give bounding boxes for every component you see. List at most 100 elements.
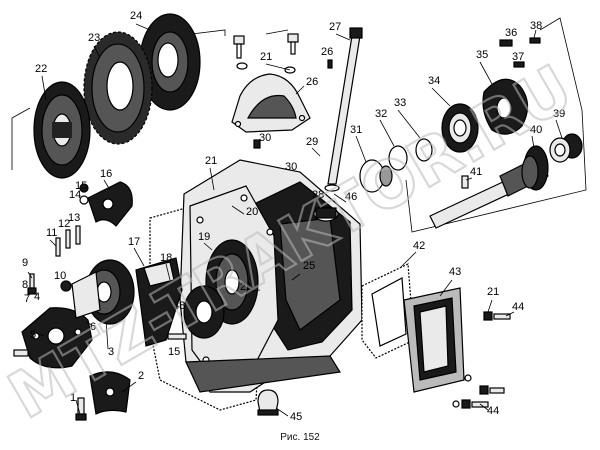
part-label-l25: 25 xyxy=(303,260,315,272)
pin-icon xyxy=(513,61,525,68)
part-label-l35: 35 xyxy=(476,49,488,61)
part-label-l30b: 30 xyxy=(285,161,297,173)
bearing-34 xyxy=(441,103,479,153)
part-label-l33: 33 xyxy=(394,97,406,109)
part-label-l37: 37 xyxy=(512,51,524,63)
group-bracket-line xyxy=(11,107,31,170)
cap-nut-45 xyxy=(257,389,279,416)
right-shaft-group xyxy=(359,17,587,233)
part-label-l43: 43 xyxy=(449,266,461,278)
bolt-icon xyxy=(27,273,37,295)
left-gear-group xyxy=(11,13,226,179)
part-label-l21a: 21 xyxy=(260,51,272,63)
bolt-icon xyxy=(167,333,187,340)
part-label-l24: 24 xyxy=(130,10,142,22)
part-label-l26a: 26 xyxy=(306,76,318,88)
part-label-l7: 7 xyxy=(24,293,30,305)
shift-rod-27 xyxy=(324,27,363,192)
side-cover-group xyxy=(361,263,511,409)
bolt-icon xyxy=(233,35,245,59)
part-label-l19: 19 xyxy=(198,231,210,243)
part-label-l23: 23 xyxy=(88,32,100,44)
part-label-l20: 20 xyxy=(246,206,258,218)
friction-disk-24 xyxy=(139,13,201,111)
part-label-l4: 4 xyxy=(34,291,40,303)
part-label-l36: 36 xyxy=(505,27,517,39)
yoke-16 xyxy=(87,181,133,227)
part-label-l46: 46 xyxy=(345,191,357,203)
part-label-l13: 13 xyxy=(68,212,80,224)
part-label-l45: 45 xyxy=(290,411,302,423)
part-label-l8: 8 xyxy=(22,279,28,291)
cover-plate-38 xyxy=(183,285,225,339)
washer-icon xyxy=(452,400,460,408)
part-label-l26b: 26 xyxy=(321,46,333,58)
part-label-l2: 2 xyxy=(138,370,144,382)
part-label-l9: 9 xyxy=(22,257,28,269)
sleeve-39 xyxy=(549,133,583,163)
part-label-l34: 34 xyxy=(428,75,440,87)
gear-shaft-40 xyxy=(429,145,549,229)
coupling-hub-3 xyxy=(71,259,135,325)
part-label-l30a: 30 xyxy=(259,132,271,144)
part-label-l1: 1 xyxy=(70,392,76,404)
part-label-l44b: 44 xyxy=(487,405,499,417)
bolt-icon xyxy=(287,33,299,55)
flange-5 xyxy=(21,307,93,369)
figure-caption: Рис. 152 xyxy=(280,432,320,443)
pin-icon xyxy=(461,175,469,189)
part-label-l39: 39 xyxy=(553,108,565,120)
part-label-l44a: 44 xyxy=(512,301,524,313)
part-label-l10: 10 xyxy=(54,270,66,282)
snap-ring-33 xyxy=(415,138,433,162)
group-bracket-line xyxy=(405,17,587,233)
part-label-l40: 40 xyxy=(530,124,542,136)
left-mechanism xyxy=(13,181,225,421)
part-label-l27: 27 xyxy=(329,21,341,33)
washer-icon xyxy=(464,374,472,382)
part-label-l38b: 38 xyxy=(173,300,185,312)
housing-cover-26 xyxy=(231,73,311,133)
part-label-l18: 18 xyxy=(160,252,172,264)
flange-35 xyxy=(482,78,529,135)
part-label-l21d: 21 xyxy=(487,286,499,298)
side-cover-43 xyxy=(403,287,465,393)
part-label-l21c: 21 xyxy=(240,281,252,293)
part-label-l5: 5 xyxy=(30,329,36,341)
part-label-l31: 31 xyxy=(350,124,362,136)
pin-icon xyxy=(253,139,261,149)
part-label-l12: 12 xyxy=(58,218,70,230)
part-label-l21b: 21 xyxy=(205,155,217,167)
part-label-l32: 32 xyxy=(375,108,387,120)
part-label-l42: 42 xyxy=(413,240,425,252)
part-label-l22: 22 xyxy=(35,63,47,75)
bearing-cap-2 xyxy=(89,371,131,415)
bolt-icon xyxy=(13,349,29,357)
washer-icon xyxy=(60,183,89,292)
part-label-l16: 16 xyxy=(100,168,112,180)
snap-ring-32 xyxy=(388,145,408,171)
pin-icon xyxy=(499,39,513,47)
washer-icon xyxy=(236,62,248,70)
part-label-l15a: 15 xyxy=(75,180,87,192)
bolt-icon xyxy=(75,397,87,421)
gear-disk-23 xyxy=(83,31,153,145)
part-label-l41: 41 xyxy=(470,166,482,178)
part-label-l38a: 38 xyxy=(530,20,542,32)
gearbox-housing xyxy=(149,159,363,411)
pin-icon xyxy=(55,225,81,257)
part-label-l17: 17 xyxy=(128,236,140,248)
pin-icon xyxy=(529,37,541,44)
part-label-l3: 3 xyxy=(108,346,114,358)
hub-disk-22 xyxy=(33,81,91,179)
pin-icon xyxy=(327,59,333,69)
part-label-l15b: 15 xyxy=(168,346,180,358)
leader-lines xyxy=(27,23,563,417)
part-label-l11: 11 xyxy=(46,227,57,239)
part-label-l29: 29 xyxy=(306,136,318,148)
shift-fork-17 xyxy=(135,257,183,347)
top-cover-group xyxy=(231,33,311,149)
part-label-l28: 28 xyxy=(312,189,324,201)
